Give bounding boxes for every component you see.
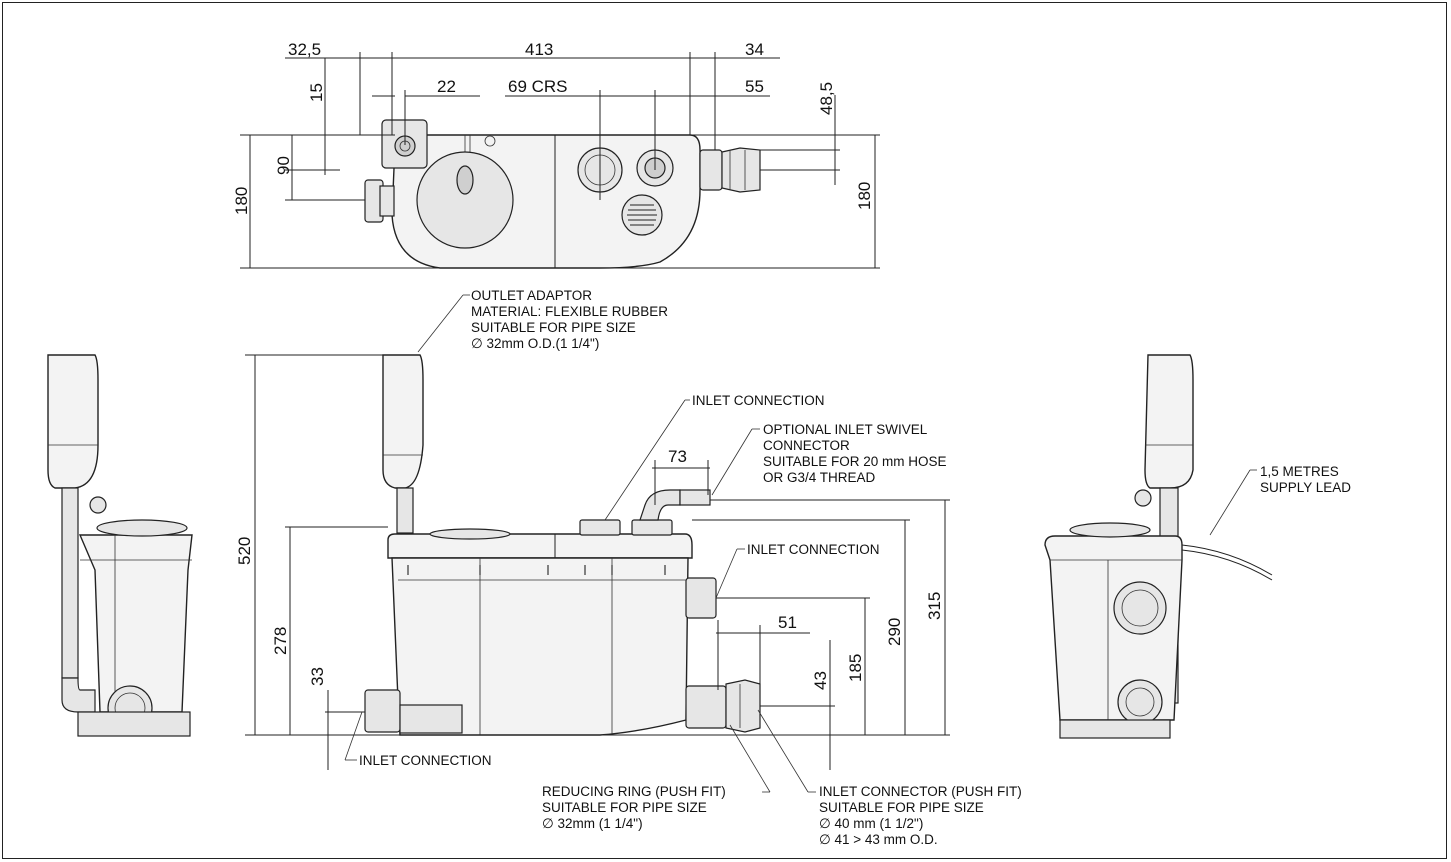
dim-crs: 69 CRS [508,77,568,96]
dim-top-left-offset: 32,5 [288,40,321,59]
dim-top-55: 55 [745,77,764,96]
note-inlet-connector-2: SUITABLE FOR PIPE SIZE [819,800,984,815]
dim-top-48-5: 48,5 [817,82,836,115]
annotations: OUTLET ADAPTOR MATERIAL: FLEXIBLE RUBBER… [359,288,1351,847]
leaders [344,294,1257,793]
note-inlet-side: INLET CONNECTION [747,542,880,557]
dim-height-43: 43 [811,671,830,690]
dim-top-180-right: 180 [855,182,874,210]
right-side-view [1044,354,1273,739]
note-inlet-connector-4: ∅ 41 > 43 mm O.D. [819,832,938,847]
dim-top-right-offset: 34 [745,40,764,59]
note-supply-lead-2: SUPPLY LEAD [1260,480,1351,495]
dim-top-15: 15 [307,83,326,102]
note-reducing-ring-3: ∅ 32mm (1 1/4") [542,816,643,831]
dim-height-185: 185 [846,654,865,682]
note-inlet-connector-1: INLET CONNECTOR (PUSH FIT) [819,784,1022,799]
note-outlet-adaptor-2: MATERIAL: FLEXIBLE RUBBER [471,304,668,319]
note-reducing-ring-1: REDUCING RING (PUSH FIT) [542,784,726,799]
note-swivel-2: CONNECTOR [763,438,850,453]
dim-height-315: 315 [925,592,944,620]
note-swivel-4: OR G3/4 THREAD [763,470,876,485]
top-view [364,119,761,269]
dim-top-90: 90 [274,156,293,175]
dim-height-520: 520 [235,537,254,565]
dim-top-180-left: 180 [232,187,251,215]
dim-top-width: 413 [525,40,553,59]
note-inlet-connector-3: ∅ 40 mm (1 1/2") [819,816,923,831]
front-view-dimensions: 520 278 33 73 51 43 185 290 315 [235,354,950,770]
note-swivel-3: SUITABLE FOR 20 mm HOSE [763,454,947,469]
dim-height-33: 33 [308,667,327,686]
note-outlet-adaptor-4: ∅ 32mm O.D.(1 1/4") [471,336,599,351]
note-supply-lead-1: 1,5 METRES [1260,464,1339,479]
front-view [364,354,761,736]
dim-width-73: 73 [668,447,687,466]
dim-width-51: 51 [778,613,797,632]
dim-top-22: 22 [437,77,456,96]
note-reducing-ring-2: SUITABLE FOR PIPE SIZE [542,800,707,815]
left-side-view [47,354,193,737]
note-outlet-adaptor-3: SUITABLE FOR PIPE SIZE [471,320,636,335]
note-inlet-bottom: INLET CONNECTION [359,753,492,768]
note-outlet-adaptor-1: OUTLET ADAPTOR [471,288,592,303]
note-inlet-top: INLET CONNECTION [692,393,825,408]
top-view-dimensions: 32,5 413 34 22 69 CRS 55 15 90 180 180 4… [232,40,880,269]
dim-height-278: 278 [271,627,290,655]
dim-height-290: 290 [885,618,904,646]
note-swivel-1: OPTIONAL INLET SWIVEL [763,422,928,437]
